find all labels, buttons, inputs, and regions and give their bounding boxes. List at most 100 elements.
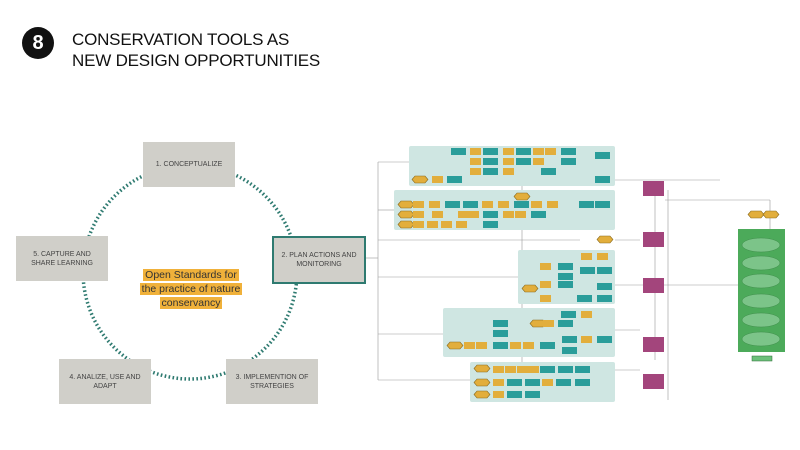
hex-node xyxy=(747,210,765,219)
hex-node xyxy=(596,235,614,244)
outcome-ellipse xyxy=(741,312,781,328)
yellow-node xyxy=(533,148,544,155)
yellow-node xyxy=(468,211,479,218)
yellow-node xyxy=(503,158,514,165)
yellow-node xyxy=(523,342,534,349)
teal-node xyxy=(507,391,522,398)
purple-node xyxy=(643,337,664,352)
hex-node xyxy=(473,390,491,399)
teal-node xyxy=(558,273,573,280)
hex-node xyxy=(397,210,415,219)
teal-node xyxy=(445,201,460,208)
teal-node xyxy=(514,201,529,208)
hex-node xyxy=(762,210,780,219)
yellow-node xyxy=(581,253,592,260)
teal-node xyxy=(562,336,577,343)
teal-node xyxy=(558,366,573,373)
yellow-node xyxy=(503,168,514,175)
yellow-node xyxy=(597,253,608,260)
teal-node xyxy=(525,379,540,386)
step-analize: 4. ANALIZE, USE AND ADAPT xyxy=(59,359,151,404)
step-capture-share: 5. CAPTURE AND SHARE LEARNING xyxy=(16,236,108,281)
yellow-node xyxy=(533,158,544,165)
teal-node xyxy=(483,158,498,165)
yellow-node xyxy=(427,221,438,228)
purple-node xyxy=(643,181,664,196)
teal-node xyxy=(561,158,576,165)
yellow-node xyxy=(543,320,554,327)
yellow-node xyxy=(493,366,504,373)
purple-node xyxy=(643,374,664,389)
teal-node xyxy=(597,295,612,302)
hex-node xyxy=(397,220,415,229)
yellow-node xyxy=(515,211,526,218)
teal-node xyxy=(597,267,612,274)
teal-node xyxy=(595,176,610,183)
teal-node xyxy=(540,366,555,373)
teal-node xyxy=(531,211,546,218)
yellow-node xyxy=(493,379,504,386)
teal-node xyxy=(541,168,556,175)
yellow-node xyxy=(503,211,514,218)
yellow-node xyxy=(540,263,551,270)
outcome-ellipse xyxy=(741,331,781,347)
teal-node xyxy=(597,283,612,290)
outcome-ellipse xyxy=(741,293,781,309)
title-line-1: CONSERVATION TOOLS AS xyxy=(72,30,290,49)
yellow-node xyxy=(458,211,469,218)
yellow-node xyxy=(540,295,551,302)
teal-node xyxy=(597,336,612,343)
center-label: Open Standards for the practice of natur… xyxy=(136,268,246,310)
teal-node xyxy=(561,311,576,318)
teal-node xyxy=(558,320,573,327)
center-line-1: Open Standards for xyxy=(143,269,239,281)
yellow-node xyxy=(498,201,509,208)
teal-node xyxy=(493,342,508,349)
outcome-ellipse xyxy=(741,273,781,289)
teal-node xyxy=(558,263,573,270)
teal-node xyxy=(577,295,592,302)
teal-node xyxy=(540,342,555,349)
slide-number-badge: 8 xyxy=(22,27,54,59)
yellow-node xyxy=(542,379,553,386)
outcome-footer xyxy=(751,355,773,362)
teal-node xyxy=(483,221,498,228)
yellow-node xyxy=(482,201,493,208)
teal-node xyxy=(493,330,508,337)
teal-node xyxy=(575,379,590,386)
yellow-node xyxy=(413,211,424,218)
teal-node xyxy=(562,347,577,354)
yellow-node xyxy=(470,158,481,165)
hex-node xyxy=(521,284,539,293)
yellow-node xyxy=(429,201,440,208)
purple-node xyxy=(643,232,664,247)
yellow-node xyxy=(470,148,481,155)
teal-node xyxy=(556,379,571,386)
diagram-panel xyxy=(394,190,615,230)
hex-node xyxy=(513,192,531,201)
hex-node xyxy=(473,364,491,373)
outcome-ellipse xyxy=(741,237,781,253)
teal-node xyxy=(595,152,610,159)
step-conceptualize: 1. CONCEPTUALIZE xyxy=(143,142,235,187)
purple-node xyxy=(643,278,664,293)
teal-node xyxy=(580,267,595,274)
yellow-node xyxy=(517,366,528,373)
yellow-node xyxy=(413,221,424,228)
yellow-node xyxy=(547,201,558,208)
teal-node xyxy=(483,211,498,218)
yellow-node xyxy=(528,366,539,373)
yellow-node xyxy=(413,201,424,208)
teal-node xyxy=(516,158,531,165)
yellow-node xyxy=(581,311,592,318)
teal-node xyxy=(561,148,576,155)
title-line-2: NEW DESIGN OPPORTUNITIES xyxy=(72,51,321,70)
teal-node xyxy=(558,281,573,288)
teal-node xyxy=(525,391,540,398)
slide-title: CONSERVATION TOOLS AS NEW DESIGN OPPORTU… xyxy=(72,29,320,71)
yellow-node xyxy=(505,366,516,373)
teal-node xyxy=(516,148,531,155)
yellow-node xyxy=(545,148,556,155)
step-plan-actions: 2. PLAN ACTIONS AND MONITORING xyxy=(272,236,366,284)
teal-node xyxy=(447,176,462,183)
